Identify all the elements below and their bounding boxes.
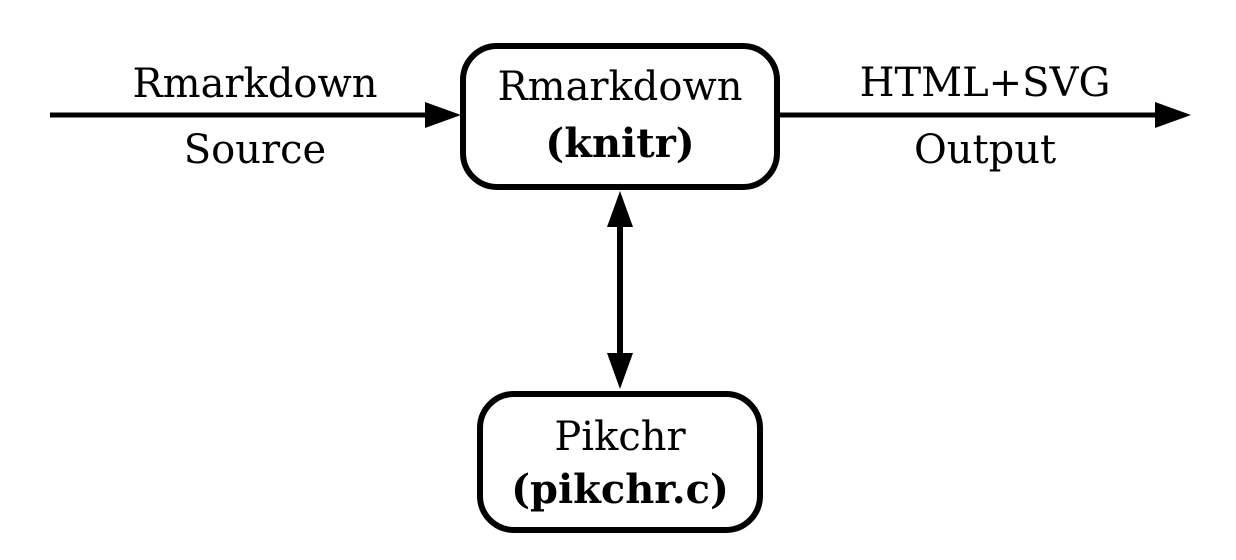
node-pikchr-subtitle: (pikchr.c): [511, 466, 729, 513]
node-pikchr: Pikchr (pikchr.c): [477, 391, 763, 533]
node-rmarkdown-knitr-title: Rmarkdown: [498, 64, 743, 110]
node-pikchr-box: [477, 391, 763, 533]
edge-html-output-label-top: HTML+SVG: [860, 60, 1111, 106]
node-rmarkdown-knitr: Rmarkdown (knitr): [460, 43, 780, 190]
edge-html-output-arrowhead-icon: [1155, 102, 1191, 128]
edge-html-output-label-bottom: Output: [914, 127, 1056, 173]
node-rmarkdown-knitr-subtitle: (knitr): [545, 120, 694, 167]
edge-knitr-pikchr-arrowhead-up-icon: [607, 191, 633, 227]
edge-source-input-arrow: [50, 102, 461, 128]
edge-source-input-arrowhead-icon: [425, 102, 461, 128]
edge-source-input-label-bottom: Source: [184, 127, 326, 173]
edge-knitr-pikchr-link-arrow: [607, 191, 633, 389]
edge-source-input-label-top: Rmarkdown: [133, 61, 378, 107]
node-pikchr-title: Pikchr: [554, 414, 686, 460]
edge-knitr-pikchr-arrowhead-down-icon: [607, 353, 633, 389]
node-rmarkdown-knitr-box: [460, 43, 780, 190]
edge-html-output-arrow: [780, 102, 1191, 128]
